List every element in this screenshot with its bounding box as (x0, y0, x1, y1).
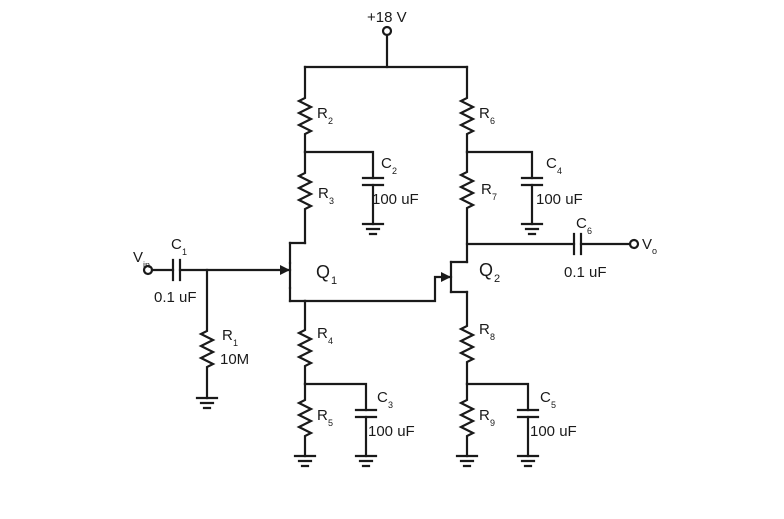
svg-text:R: R (222, 327, 233, 344)
resistor-r3: R 3 (296, 150, 334, 245)
svg-text:C: C (171, 236, 182, 253)
svg-text:100 uF: 100 uF (368, 423, 415, 440)
resistor-r7: R 7 (458, 150, 497, 264)
resistor-r6: R 6 (458, 65, 495, 154)
svg-text:R: R (479, 105, 490, 122)
svg-text:in: in (143, 260, 150, 270)
svg-text:9: 9 (490, 418, 495, 428)
svg-text:7: 7 (492, 192, 497, 202)
resistor-r5: R 5 (293, 382, 333, 468)
svg-text:100 uF: 100 uF (372, 191, 419, 208)
svg-text:3: 3 (329, 196, 334, 206)
svg-text:100 uF: 100 uF (536, 191, 583, 208)
svg-text:2: 2 (392, 166, 397, 176)
svg-text:6: 6 (587, 226, 592, 236)
svg-text:1: 1 (233, 338, 238, 348)
svg-text:C: C (540, 389, 551, 406)
resistor-r2: R 2 (296, 65, 333, 154)
resistor-r1: R 1 10M (195, 268, 249, 410)
svg-text:4: 4 (557, 166, 562, 176)
svg-text:R: R (317, 325, 328, 342)
svg-text:5: 5 (551, 400, 556, 410)
capacitor-c5: C 5 100 uF (465, 382, 577, 468)
transistor-q1: Q 1 (280, 241, 337, 303)
svg-text:4: 4 (328, 336, 333, 346)
capacitor-c2: C 2 100 uF (303, 150, 419, 236)
svg-text:10M: 10M (220, 351, 249, 368)
input-terminal: V in (133, 249, 154, 276)
svg-text:R: R (481, 181, 492, 198)
resistor-r8: R 8 (458, 290, 495, 386)
supply-label: +18 V (367, 9, 407, 26)
svg-text:C: C (576, 215, 587, 232)
supply-terminal: +18 V (367, 9, 407, 69)
svg-text:C: C (381, 155, 392, 172)
svg-text:8: 8 (490, 332, 495, 342)
svg-text:C: C (377, 389, 388, 406)
output-terminal: V o (628, 236, 657, 256)
svg-text:2: 2 (328, 116, 333, 126)
svg-text:R: R (479, 407, 490, 424)
svg-text:2: 2 (494, 273, 500, 285)
svg-text:0.1 uF: 0.1 uF (564, 264, 607, 281)
capacitor-c3: C 3 100 uF (303, 382, 415, 468)
svg-text:Q: Q (316, 262, 330, 282)
output-label: V (642, 236, 652, 253)
input-label: V (133, 249, 143, 266)
svg-text:R: R (479, 321, 490, 338)
capacitor-c6: C 6 0.1 uF (465, 215, 632, 281)
svg-text:3: 3 (388, 400, 393, 410)
svg-text:Q: Q (479, 260, 493, 280)
svg-text:100 uF: 100 uF (530, 423, 577, 440)
svg-text:R: R (318, 185, 329, 202)
transistor-q2: Q 2 (441, 260, 500, 294)
svg-text:5: 5 (328, 418, 333, 428)
svg-text:R: R (317, 105, 328, 122)
resistor-r4: R 4 (296, 299, 333, 386)
svg-text:6: 6 (490, 116, 495, 126)
capacitor-c4: C 4 100 uF (465, 150, 583, 236)
svg-text:C: C (546, 155, 557, 172)
resistor-r9: R 9 (455, 382, 495, 468)
svg-text:R: R (317, 407, 328, 424)
capacitor-c1: C 1 0.1 uF (150, 236, 292, 306)
svg-text:1: 1 (182, 247, 187, 257)
svg-text:1: 1 (331, 275, 337, 287)
svg-text:0.1 uF: 0.1 uF (154, 289, 197, 306)
svg-text:o: o (652, 246, 657, 256)
